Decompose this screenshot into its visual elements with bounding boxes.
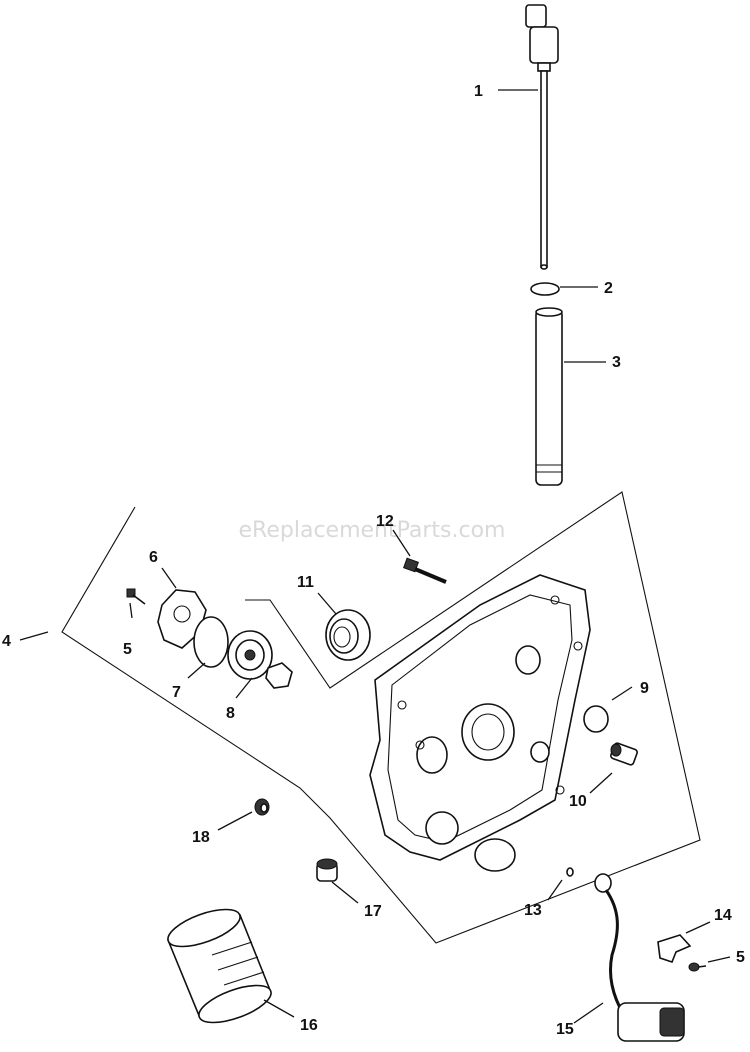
part-oil-filter[interactable] bbox=[164, 902, 276, 1030]
part-o-ring-pump[interactable] bbox=[193, 616, 229, 668]
part-oil-pump-rotors[interactable] bbox=[227, 630, 293, 689]
oil-pump-cover-boss bbox=[173, 605, 191, 623]
callout-17: 17 bbox=[364, 903, 382, 920]
callout-3: 3 bbox=[612, 354, 621, 371]
part-bracket[interactable] bbox=[657, 934, 692, 963]
part-drain-plug[interactable] bbox=[316, 858, 338, 882]
callout-12: 12 bbox=[376, 513, 394, 530]
callout-18: 18 bbox=[192, 829, 210, 846]
leader-lines bbox=[19, 89, 731, 1024]
part-dipstick[interactable] bbox=[525, 4, 559, 270]
callout-1: 1 bbox=[474, 83, 483, 100]
callout-16: 16 bbox=[300, 1017, 318, 1034]
callout-11: 11 bbox=[297, 574, 314, 591]
callout-15: 15 bbox=[556, 1021, 574, 1038]
callout-10: 10 bbox=[569, 793, 587, 810]
part-screw-left[interactable] bbox=[126, 588, 146, 605]
part-check-ball[interactable] bbox=[566, 867, 574, 877]
callout-9: 9 bbox=[640, 680, 649, 697]
part-oil-pan bbox=[369, 574, 591, 872]
callouts: 1 2 3 4 5 6 7 8 9 10 11 12 13 14 5 15 16… bbox=[2, 83, 745, 1038]
callout-6: 6 bbox=[149, 549, 158, 566]
callout-5-right: 5 bbox=[736, 949, 745, 966]
callout-7: 7 bbox=[172, 684, 181, 701]
part-dipstick-tube[interactable] bbox=[535, 307, 563, 486]
part-o-ring-large[interactable] bbox=[583, 705, 609, 733]
part-oil-pressure-switch[interactable] bbox=[594, 873, 685, 1042]
part-fitting[interactable] bbox=[610, 742, 638, 766]
part-bolt[interactable] bbox=[403, 557, 447, 584]
callout-2: 2 bbox=[604, 280, 613, 297]
part-drain-plug-small[interactable] bbox=[254, 798, 270, 816]
assembly-4-boundary bbox=[61, 491, 701, 944]
callout-14: 14 bbox=[714, 907, 732, 924]
part-screw-right[interactable] bbox=[688, 962, 707, 972]
callout-13: 13 bbox=[524, 902, 542, 919]
part-oil-seal[interactable] bbox=[325, 609, 371, 661]
callout-8: 8 bbox=[226, 705, 235, 722]
callout-5-left: 5 bbox=[123, 641, 132, 658]
watermark-text: eReplacementParts.com bbox=[239, 518, 506, 543]
part-o-ring-small[interactable] bbox=[530, 282, 560, 296]
callout-4: 4 bbox=[2, 633, 11, 650]
